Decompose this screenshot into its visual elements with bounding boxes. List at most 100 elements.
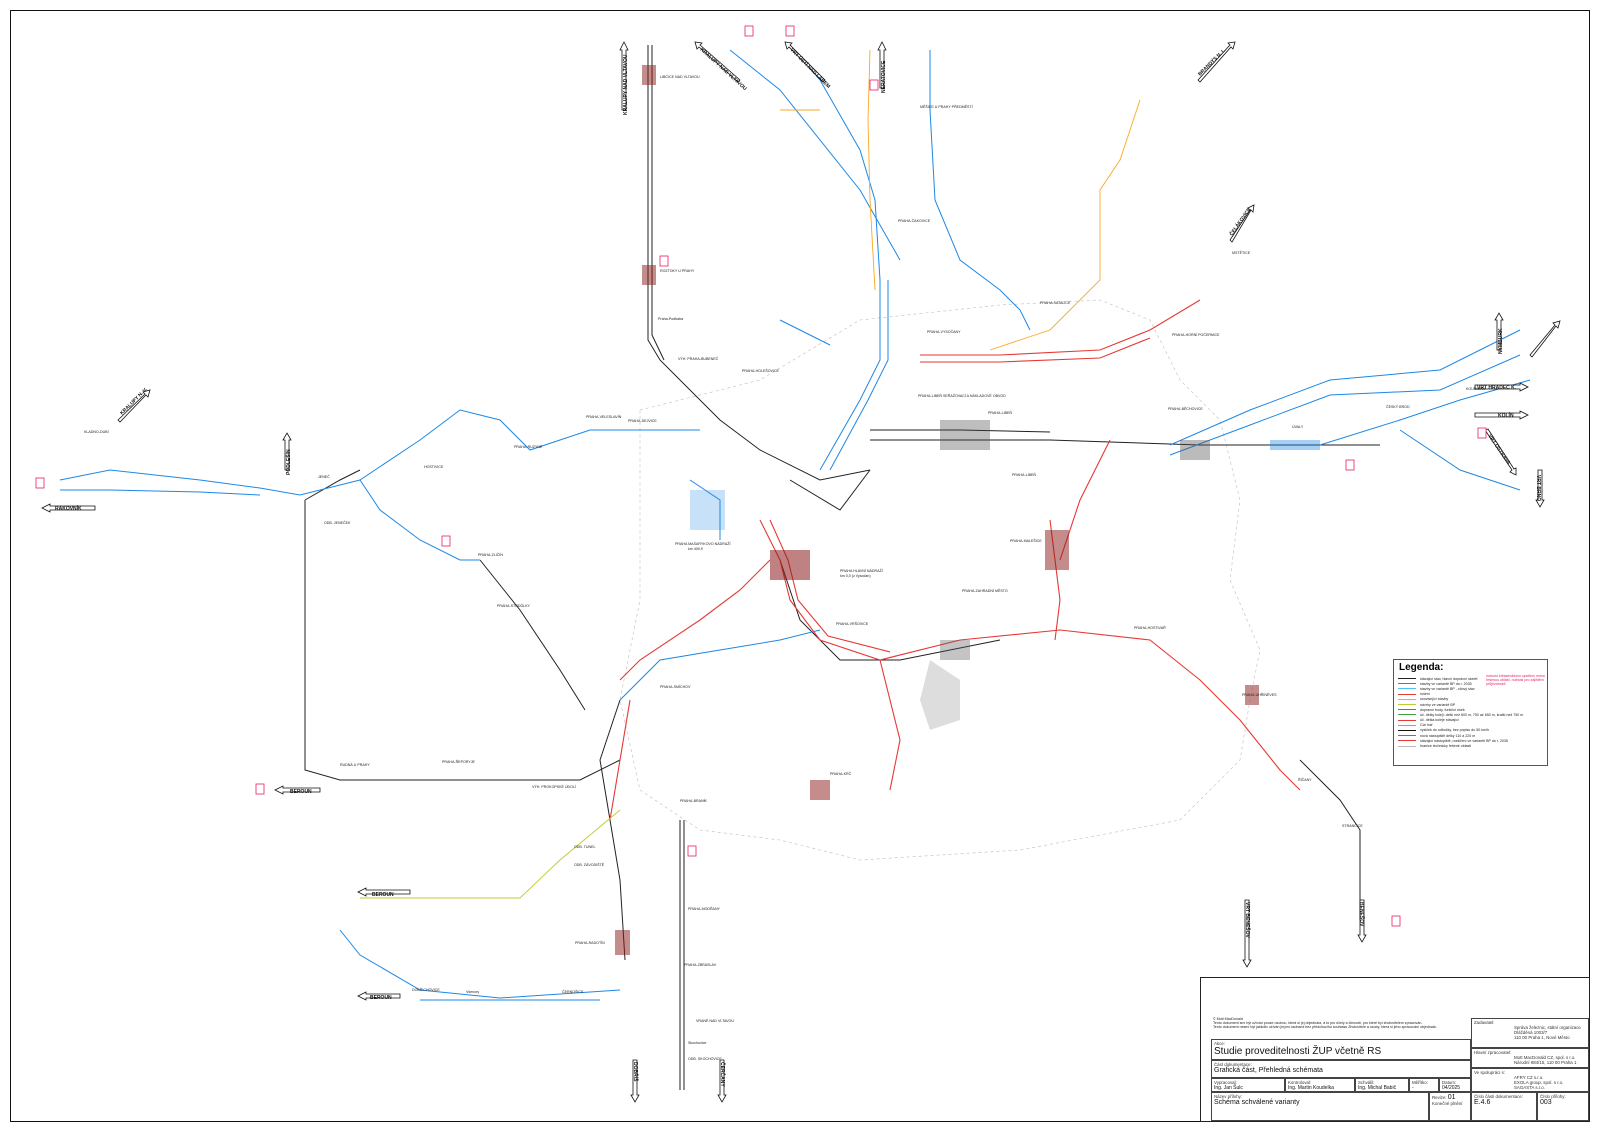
zadavatel-label: Zadavatel: — [1474, 1020, 1495, 1025]
legend-swatch — [1398, 693, 1416, 695]
arrow-nymburk-2 — [1529, 320, 1561, 358]
legend-item-label: vyslček do odbočky, bez popisu do 50 km/… — [1420, 728, 1490, 733]
station-liben-serazovaci: PRAHA-LIBEŇ SEŘAŽOVACÍ A NÁKLADOVÉ OBVOD — [918, 393, 1006, 398]
existing-lines — [304, 45, 1380, 1090]
drawing-frame — [10, 10, 1590, 1122]
akce-cell: Akce: Studie proveditelnosti ŽUP včetně … — [1211, 1039, 1471, 1060]
hlavni-addr: Národní 984/15, 110 00 Praha 1 — [1514, 1060, 1577, 1065]
arrow-vrt-hradec — [1474, 382, 1529, 392]
cislo-prilohy-label: Číslo přílohy: — [1540, 1094, 1566, 1099]
dir-dobris: DOBŘÍŠ — [632, 1062, 640, 1082]
station-dejvice: PRAHA-DEJVICE — [628, 419, 657, 423]
dir-rakovnik: RAKOVNÍK — [55, 504, 82, 512]
schvalil-label: Schválil: — [1358, 1080, 1375, 1085]
station-ricany: ŘÍČANY — [1298, 777, 1312, 782]
legend-swatch — [1398, 719, 1416, 721]
dir-benesov: BENEŠOV — [1358, 902, 1366, 927]
station-satalice: PRAHA-SATALICE — [1040, 301, 1071, 305]
station-mstetice: MSTĚTICE — [1232, 250, 1251, 255]
station-blocks — [615, 65, 1320, 955]
arrow-benesov — [1357, 899, 1367, 943]
legend-item-label: rušení — [1420, 692, 1430, 697]
legend-item: úč. délky kolejí: delší než 600 m, 750 a… — [1398, 712, 1547, 717]
dir-celakovice: ČELÁKOVICE — [1228, 206, 1253, 237]
dir-beroun-3: BEROUN — [370, 995, 392, 1001]
cast-label: Část dokumentace: — [1214, 1062, 1252, 1067]
legend-swatch — [1398, 698, 1416, 700]
station-podbaba: Praha-Podbaba — [658, 317, 683, 321]
dir-beroun-1: BEROUN — [290, 789, 312, 795]
nazev-cell: Název přílohy: Schéma schválené varianty — [1211, 1092, 1429, 1121]
legend-item-label: stavby ve variantě BP do r. 2035 — [1420, 681, 1472, 686]
revize-value: 01 — [1447, 1094, 1456, 1101]
meritko-label: Měřítko: — [1412, 1080, 1428, 1085]
schvalil-value: Ing. Michal Babič — [1358, 1085, 1397, 1091]
zadavatel-value: Správa železnic, státní organizace — [1514, 1025, 1581, 1030]
dir-vrt-benesov: VRT BENEŠOV — [1244, 902, 1252, 939]
station-bubenec: VÝH. PRAHA-BUBENEČ — [678, 356, 719, 361]
related-lines-orange — [780, 49, 1141, 351]
station-odb-zavodiste: ODB. ZÁVODIŠTĚ — [574, 862, 605, 867]
station-labels: PRAHA HLAVNÍ NÁDRAŽÍ km 0,0 (z Vysočan) … — [84, 74, 1486, 1061]
cislo-dok-cell: Číslo části dokumentace: E.4.6 — [1471, 1092, 1537, 1121]
spoluprace-3: SAGASTA s.r.o. — [1514, 1085, 1545, 1090]
legend-item: stavby ve variantě BP - cílový stav — [1398, 686, 1547, 691]
arrow-rakovnik — [41, 503, 96, 513]
legend-item-label: stávající nástupiště, rozšíření ve varia… — [1420, 738, 1508, 743]
legend-item-label: stávající stav, hlavní dopravní skelet — [1420, 676, 1478, 681]
legend-swatch — [1398, 729, 1416, 731]
arrow-vrt-benesov — [1242, 899, 1252, 968]
legend-item-label: návrhy ve variantě BP — [1420, 702, 1456, 707]
legend-swatch — [1398, 709, 1416, 711]
arrow-nymburk — [1494, 312, 1504, 351]
nazev-label: Název přílohy: — [1214, 1094, 1243, 1099]
legend-item-label: úč. délka koleje stávající — [1420, 718, 1459, 723]
legend-item: dopravní body, funkční úsek — [1398, 707, 1547, 712]
legend-item: stávající stav, hlavní dopravní skelet — [1398, 676, 1547, 681]
station-ruzyne: PRAHA-RUZYNĚ — [514, 444, 543, 449]
arrow-podlesin — [282, 432, 292, 471]
station-libcice: LIBČICE NAD VLTAVOU — [660, 74, 700, 79]
proposal-line — [360, 809, 621, 899]
legend-item: Cizí trať — [1398, 723, 1547, 728]
dir-podlesin: PODLEŠÍN — [284, 449, 292, 475]
legend-item-label: stavby ve variantě BP - cílový stav — [1420, 686, 1475, 691]
legend-item: stávající nástupiště, rozšíření ve varia… — [1398, 738, 1547, 743]
station-kladno: KLADNO-DUBÍ — [84, 430, 109, 434]
station-cakovice: PRAHA-ČAKOVICE — [898, 218, 931, 223]
station-smichov: PRAHA-SMÍCHOV — [660, 685, 691, 689]
dir-kladno: KRALUPY N. V. — [119, 386, 149, 416]
nazev-value: Schéma schválené varianty — [1214, 1099, 1300, 1106]
cislo-prilohy-cell: Číslo přílohy: 003 — [1537, 1092, 1589, 1121]
station-repore: PRAHA-ŘEPORYJE — [442, 759, 475, 764]
hlavni-value: Mott MacDonald CZ, spol. s r.o. — [1514, 1055, 1576, 1060]
note-markers — [35, 25, 1487, 927]
legend-note: nutnost infrastrukturní opatření mimo ře… — [1486, 674, 1545, 686]
station-dobrichovice: DOBŘICHOVICE — [412, 987, 440, 992]
station-uvaly: ÚVALY — [1292, 424, 1304, 429]
copyright: © Mott MacDonald — [1213, 1017, 1243, 1021]
legend-swatch — [1398, 683, 1416, 685]
arrow-kladno — [117, 389, 151, 423]
station-branik: PRAHA-BRANÍK — [680, 799, 708, 803]
legend-item: nová nástupiště délky 110 a 220 m — [1398, 733, 1547, 738]
arrow-beroun-2 — [357, 887, 411, 897]
datum-cell: Datum: 04/2025 — [1439, 1078, 1471, 1092]
legend-item: návrhy ve variantě BP — [1398, 702, 1547, 707]
akce-value: Studie proveditelnosti ŽUP včetně RS — [1214, 1046, 1382, 1057]
dir-vrt-usti: VRT ÚSTÍ NAD LABEM — [789, 46, 833, 90]
legend-item: hranice technicky řešené oblasti — [1398, 743, 1547, 748]
station-hostivar: PRAHA-HOSTIVAŘ — [1134, 625, 1166, 630]
station-hostivice: HOSTIVICE — [424, 465, 444, 469]
station-metice: MĚŠICE U PRAHY PŘEDMĚSTÍ — [920, 104, 973, 109]
legend-item: úč. délka koleje stávající — [1398, 718, 1547, 723]
title-block: © Mott MacDonald Tento dokument smí být … — [1200, 977, 1590, 1122]
dir-neratovice: NERATOVICE — [881, 60, 887, 93]
station-vrsovice: PRAHA-VRŠOVICE — [836, 621, 869, 626]
station-stodulky: PRAHA-STODŮLKY — [497, 603, 530, 608]
station-liben: PRAHA-LIBEŇ — [988, 411, 1012, 415]
station-prokopske: VÝH. PROKOPSKÉ ÚDOLÍ — [532, 784, 576, 789]
spoluprace-cell: Ve spolupráci s: AFRY CZ s.r.o. EXOLA gr… — [1471, 1068, 1589, 1092]
station-vysocany: PRAHA-VYSOČANY — [927, 329, 961, 334]
